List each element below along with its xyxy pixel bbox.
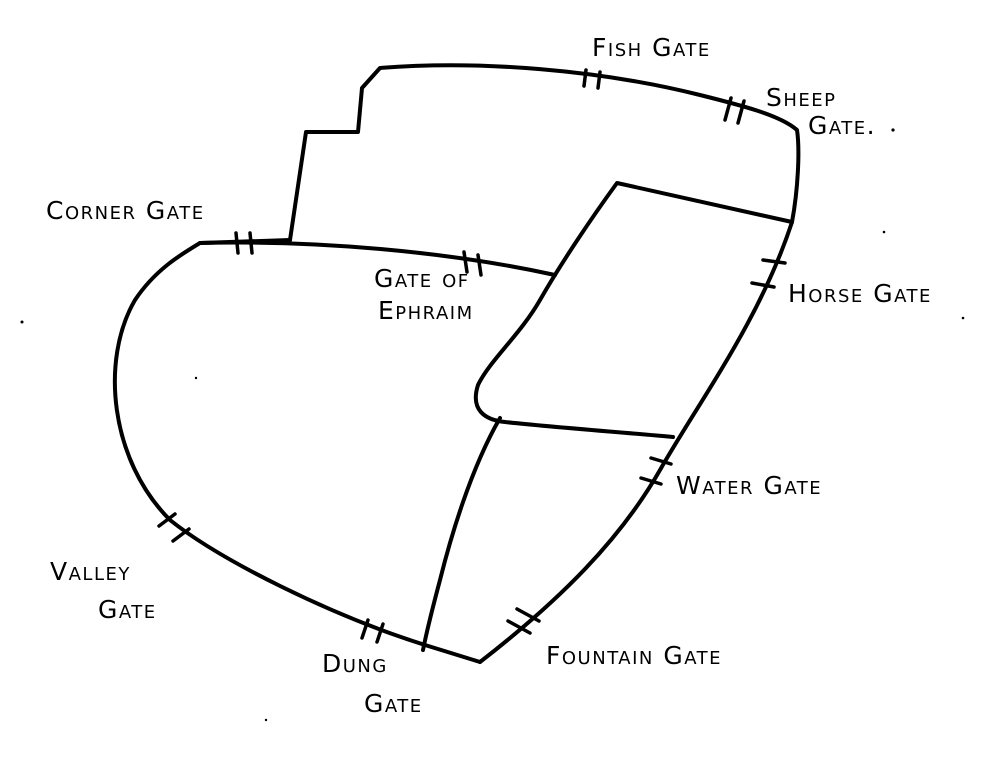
fish-gate-mark-b	[596, 70, 602, 90]
ephraim-gate-label-line2: Ephraim	[378, 296, 474, 325]
valley-gate-label-line1: Valley	[50, 557, 131, 586]
valley-gate-label-line2: Gate	[98, 595, 157, 624]
dung-gate-label-line2: Gate	[364, 689, 423, 718]
corner-gate-mark-a	[234, 231, 240, 255]
dung-gate-label-line1: Dung	[322, 649, 388, 678]
scan-specks	[20, 128, 965, 722]
sheep-gate-label-line1: Sheep	[766, 83, 837, 112]
fish-gate-mark-a	[582, 68, 588, 88]
water-gate-mark-a	[649, 456, 673, 466]
corner-gate-mark-b	[248, 231, 254, 255]
west-wall	[112, 238, 482, 664]
speck	[264, 718, 268, 722]
gate-marks	[157, 68, 787, 644]
valley-gate-mark-a	[157, 512, 177, 528]
corner-gate-label: Corner Gate	[46, 196, 205, 225]
horse-gate-label: Horse Gate	[788, 279, 932, 308]
sheep-gate-mark-b	[736, 99, 746, 125]
water-gate-label: Water Gate	[676, 471, 822, 500]
dung-gate-mark-b	[375, 622, 385, 644]
speck	[194, 376, 198, 380]
valley-gate-mark-b	[171, 527, 191, 543]
ephraim-gate-mark-a	[462, 250, 469, 274]
water-gate-mark-b	[639, 476, 663, 486]
horse-gate-mark-b	[750, 281, 776, 289]
ephraim-gate-label-line1: Gate of	[374, 264, 470, 293]
horse-gate-mark-a	[761, 258, 787, 265]
speck	[961, 316, 965, 320]
speck	[882, 230, 886, 234]
fish-gate-label: Fish Gate	[592, 33, 711, 62]
fountain-gate-mark-b	[515, 607, 541, 623]
ephraim-gate-mark-b	[476, 253, 483, 277]
north-wall	[288, 63, 801, 242]
speck	[891, 128, 895, 132]
speck	[20, 320, 24, 324]
sheep-gate-mark-a	[723, 96, 733, 122]
central-dividing-wall	[421, 416, 502, 652]
sheep-gate-label-line2: Gate.	[808, 111, 876, 140]
gate-labels: Fish Gate Sheep Gate. Corner Gate Gate o…	[46, 33, 932, 718]
inner-enclosure-wall	[473, 181, 794, 439]
broad-wall	[198, 240, 557, 277]
fountain-gate-label: Fountain Gate	[546, 641, 722, 670]
dung-gate-mark-a	[360, 618, 370, 640]
east-wall	[478, 220, 794, 664]
fountain-gate-mark-a	[506, 619, 532, 635]
